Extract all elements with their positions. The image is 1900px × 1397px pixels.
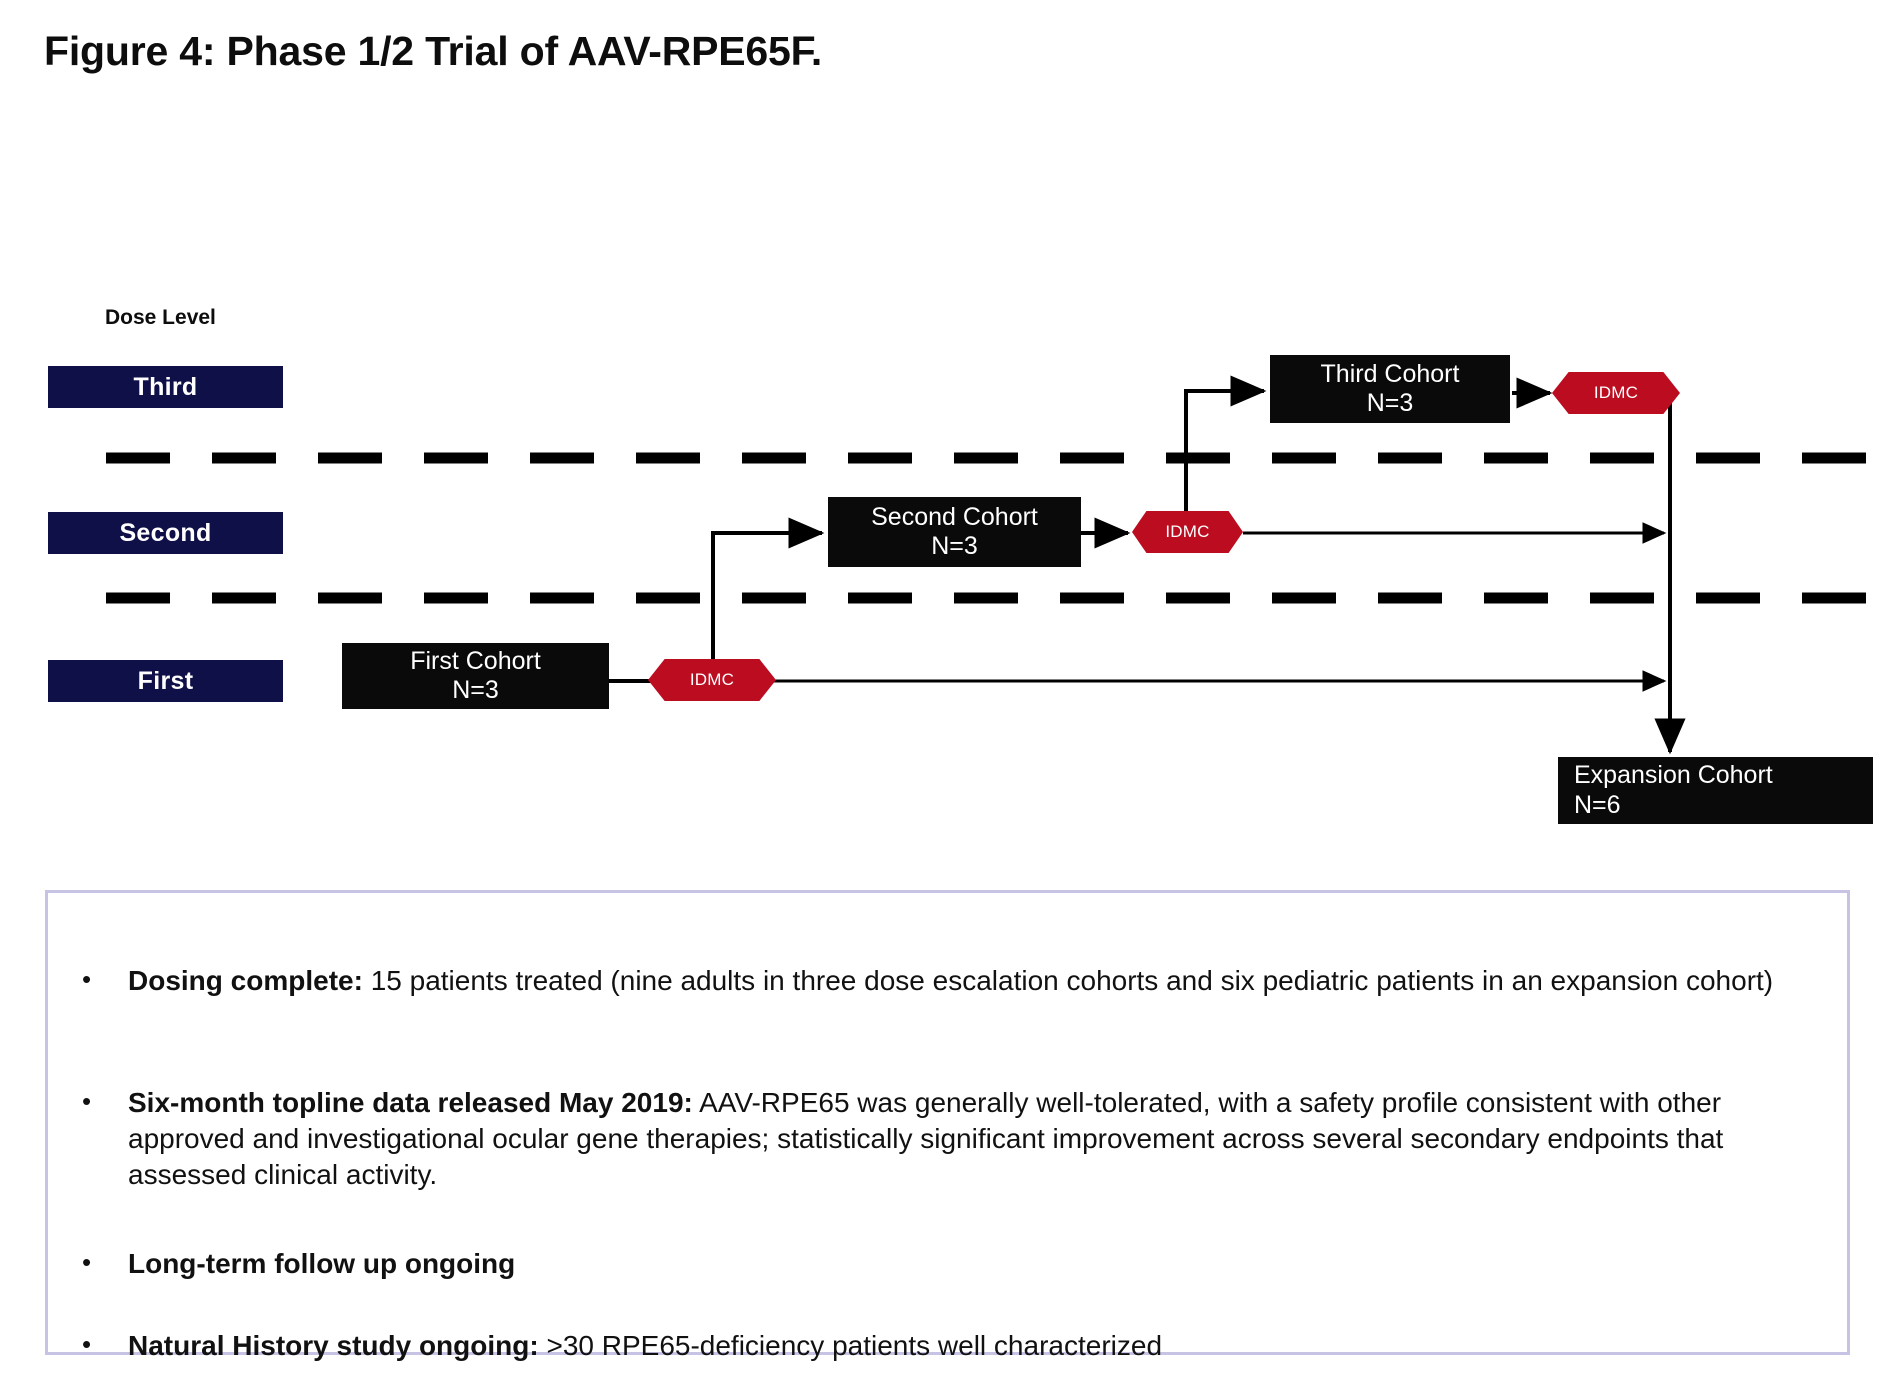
cohort-third-n: N=3 <box>1366 389 1414 417</box>
cohort-second-n: N=3 <box>931 532 978 560</box>
bullet-lead: Six-month topline data released May 2019… <box>128 1087 693 1118</box>
bullet-body: 15 patients treated (nine adults in thre… <box>362 965 1774 996</box>
bullet-text: Dosing complete: 15 patients treated (ni… <box>128 963 1829 999</box>
bullet-marker: • <box>82 1086 92 1116</box>
bullet-marker: • <box>82 1247 92 1277</box>
idmc-gate-second: IDMC <box>1132 511 1243 553</box>
bullet-marker: • <box>82 1329 92 1359</box>
cohort-box-third: Third Cohort N=3 <box>1270 355 1510 423</box>
dose-level-bar-first: First <box>48 660 283 702</box>
connector-idmc1-to-second-cohort <box>711 517 825 660</box>
list-item: • Six-month topline data released May 20… <box>66 1085 1829 1192</box>
cohort-expansion-n: N=6 <box>1574 790 1621 819</box>
bullet-text: Six-month topline data released May 2019… <box>128 1085 1829 1192</box>
idmc-gate-first: IDMC <box>648 659 776 701</box>
bullet-text: Long-term follow up ongoing <box>128 1246 1829 1282</box>
cohort-first-title: First Cohort <box>410 646 541 675</box>
dose-level-bar-second: Second <box>48 512 283 554</box>
cohort-box-expansion: Expansion Cohort N=6 <box>1558 757 1873 824</box>
cohort-first-n: N=3 <box>452 676 499 704</box>
idmc-gate-first-label: IDMC <box>689 670 735 689</box>
diagram-connectors-layer <box>106 375 1870 755</box>
dose-level-label-third: Third <box>133 372 198 401</box>
dose-level-label-second: Second <box>119 518 212 547</box>
cohort-second-title: Second Cohort <box>871 502 1038 531</box>
idmc-gate-second-label: IDMC <box>1165 522 1210 541</box>
summary-panel: • Dosing complete: 15 patients treated (… <box>45 890 1850 1361</box>
bullet-lead: Natural History study ongoing: <box>128 1330 539 1361</box>
list-item: • Natural History study ongoing: >30 RPE… <box>66 1328 1829 1364</box>
dose-level-label-first: First <box>137 666 194 695</box>
trial-schema-diagram: Dose Level Third Second First First Coho… <box>48 306 1873 824</box>
cohort-expansion-title: Expansion Cohort <box>1574 761 1773 789</box>
cohort-box-first: First Cohort N=3 <box>342 643 609 709</box>
bullet-marker: • <box>82 964 92 994</box>
bullet-lead: Dosing complete: <box>128 965 363 996</box>
cohort-third-title: Third Cohort <box>1320 359 1460 388</box>
idmc-gate-third-label: IDMC <box>1593 383 1639 402</box>
page-title: Figure 4: Phase 1/2 Trial of AAV-RPE65F. <box>44 28 823 74</box>
bullet-text: Natural History study ongoing: >30 RPE65… <box>128 1328 1829 1364</box>
bullet-body: >30 RPE65-deficiency patients well chara… <box>538 1330 1163 1361</box>
idmc-gate-third: IDMC <box>1552 372 1680 414</box>
bullet-body: AAV-RPE65 was generally well-tolerated, … <box>128 1087 1724 1190</box>
list-item: • Dosing complete: 15 patients treated (… <box>66 963 1829 999</box>
cohort-box-second: Second Cohort N=3 <box>828 497 1081 567</box>
bullet-lead: Long-term follow up ongoing <box>128 1248 516 1279</box>
dose-level-caption: Dose Level <box>105 306 216 329</box>
dose-level-bar-third: Third <box>48 366 283 408</box>
list-item: • Long-term follow up ongoing <box>66 1246 1829 1282</box>
connector-idmc2-to-third-cohort <box>1184 375 1267 512</box>
